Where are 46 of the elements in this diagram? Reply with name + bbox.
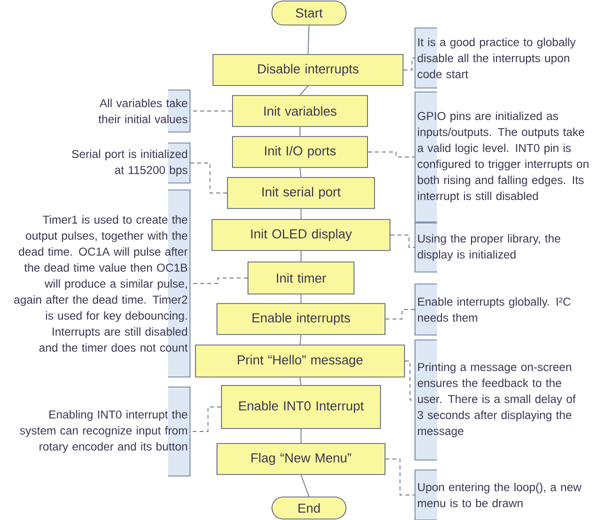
annotation: Printing a message on-screen ensures the feedback to the user. There is a small delay of 3 seconds after displaying the message	[414, 340, 576, 460]
process-box: Init variables	[232, 95, 368, 127]
process-box: Enable interrupts	[216, 303, 386, 335]
annotation: Timer1 is used to create the output pulses, together with the dead time. OC1A will pulse after the dead time value then OC1B will produce a similar pulse, again after the dead time. Timer2 is used for key debouncing. Interrupts are still disabled and the timer does not count	[14, 190, 190, 378]
node-label: Enabling INT0 interrupt the system can recognize input from rotary encoder and its button	[20, 410, 188, 453]
terminal-box: Start	[272, 0, 346, 26]
annotation: GPIO pins are initialized as inputs/outputs. The outputs take a valid logic level. INT0 pin is configured to trigger interrupts on both rising and falling edges. Its interrupt is still disabled	[414, 92, 588, 222]
leader-line	[368, 152, 416, 158]
connector-line	[308, 25, 310, 54]
node-label: Timer1 is used to create the output pulses, together with the dead time. OC1A will pulse after the dead time value then OC1B will produce a similar pulse, again after the dead time. Timer2 is used for key debouncing. Interrupts are still disabled and the timer does not count	[14, 215, 188, 352]
connector-line	[300, 334, 302, 345]
leader-line	[390, 234, 416, 248]
node-label: Upon entering the loop(), a new menu is to be drawn	[418, 482, 582, 508]
process-box: Disable interrupts	[212, 54, 404, 86]
process-box: Init serial port	[227, 177, 375, 209]
leader-line	[403, 58, 416, 70]
leader-line	[385, 458, 416, 496]
connector-line	[300, 208, 302, 220]
leader-line	[190, 406, 222, 432]
connector-line	[300, 250, 302, 262]
annotation: Enable interrupts globally. I²C needs them	[414, 284, 571, 336]
node-label: GPIO pins are initialized as inputs/outputs. The outputs take a valid logic level. INT0 pin is configured to trigger interrupts on both rising and falling edges. Its interrupt is still disabled	[418, 112, 588, 202]
node-label: Enable interrupts globally. I²C	[418, 297, 571, 308]
connector-line	[300, 377, 302, 386]
annotation: All variables take their initial values	[98, 90, 190, 132]
node-label: Serial port is initialized	[72, 150, 188, 160]
process-box: Print “Hello” message	[195, 344, 405, 378]
annotation: Upon entering the loop(), a new menu is to be drawn	[414, 470, 582, 520]
annotation: Serial port is initialized at 115200 bps	[72, 142, 190, 184]
leader-line	[190, 162, 228, 194]
node-label: Using the proper library, the display is initialized	[418, 234, 560, 261]
process-box: Enable INT0 Interrupt	[221, 385, 381, 429]
annotation: It is a good practice to globally disable all the interrupts upon code start	[414, 28, 576, 88]
terminal-box: End	[272, 496, 346, 520]
connector-line	[300, 294, 302, 304]
process-box: Init timer	[248, 262, 354, 294]
annotation: Using the proper library, the display is initialized	[414, 222, 560, 272]
connector-line	[300, 168, 302, 178]
leader-line	[385, 309, 416, 320]
annotation: Enabling INT0 interrupt the system can recognize input from rotary encoder and its button	[20, 386, 190, 476]
connector-line	[300, 474, 310, 497]
process-box: Init I/O ports	[232, 136, 368, 168]
connector-line	[300, 428, 302, 444]
process-box: Flag “New Menu”	[216, 443, 386, 475]
connector-line	[300, 86, 308, 96]
process-box: Init OLED display	[212, 219, 390, 251]
